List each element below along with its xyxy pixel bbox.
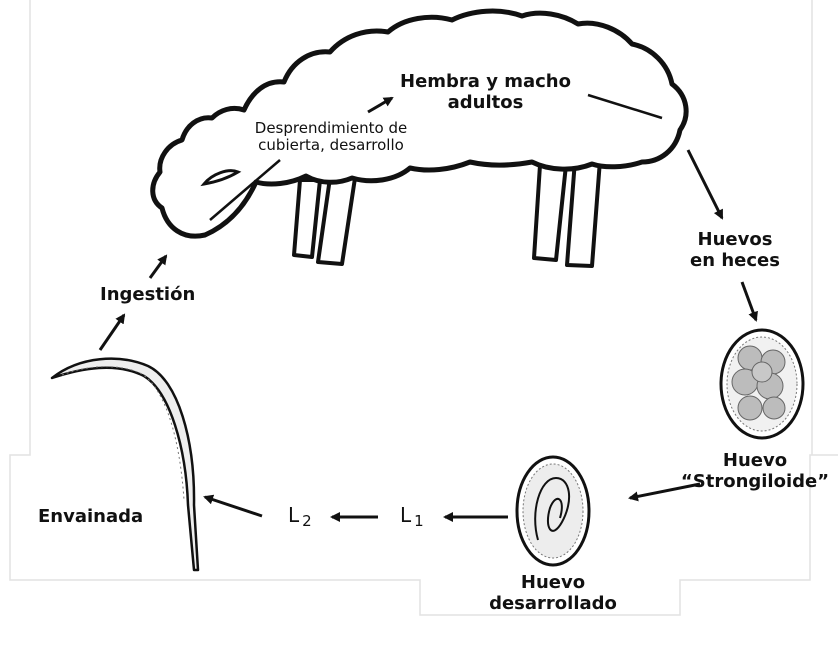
strongyle-egg	[721, 330, 803, 438]
l1-number: 1	[414, 512, 424, 530]
adults-label-line2: adultos	[393, 93, 578, 114]
adults-label-line1: Hembra y macho	[393, 72, 578, 93]
strongyle-label-line2: “Strongiloide”	[680, 472, 830, 493]
eggs-label-line2: en heces	[680, 251, 790, 272]
molt-label-line1: Desprendimiento de	[236, 120, 426, 137]
embryonated-egg	[517, 457, 589, 565]
l2-number: 2	[302, 512, 312, 530]
adults-label: Hembra y macho adultos	[393, 72, 578, 113]
l1-letter: L	[400, 503, 411, 527]
embryo-label-line1: Huevo	[478, 573, 628, 594]
arrow-to-eggs-in-feces	[688, 150, 722, 218]
sheathed-larva	[52, 359, 198, 570]
sheathed-label: Envainada	[38, 507, 143, 528]
molt-label-line2: cubierta, desarrollo	[236, 137, 426, 154]
eggs-label-line1: Huevos	[680, 230, 790, 251]
eggs-in-feces-label: Huevos en heces	[680, 230, 790, 271]
strongyle-egg-label: Huevo “Strongiloide”	[680, 451, 830, 492]
l2-letter: L	[288, 503, 299, 527]
arrow-to-strongyle-egg	[742, 282, 756, 320]
sheep-leg-front-right	[318, 178, 355, 264]
sheep-leg-front-left	[294, 180, 320, 257]
arrow-ingestion-to-mouth	[150, 256, 166, 278]
arrow-larva-to-ingestion	[100, 315, 124, 350]
molt-development-label: Desprendimiento de cubierta, desarrollo	[236, 120, 426, 155]
embryonated-egg-label: Huevo desarrollado	[478, 573, 628, 614]
arrow-to-sheathed-larva	[205, 497, 262, 516]
embryo-label-line2: desarrollado	[478, 594, 628, 615]
ingestion-label: Ingestión	[100, 285, 195, 306]
sheep-leg-back-right	[567, 160, 600, 266]
strongyle-label-line1: Huevo	[680, 451, 830, 472]
sheep-leg-back-left	[534, 165, 566, 260]
